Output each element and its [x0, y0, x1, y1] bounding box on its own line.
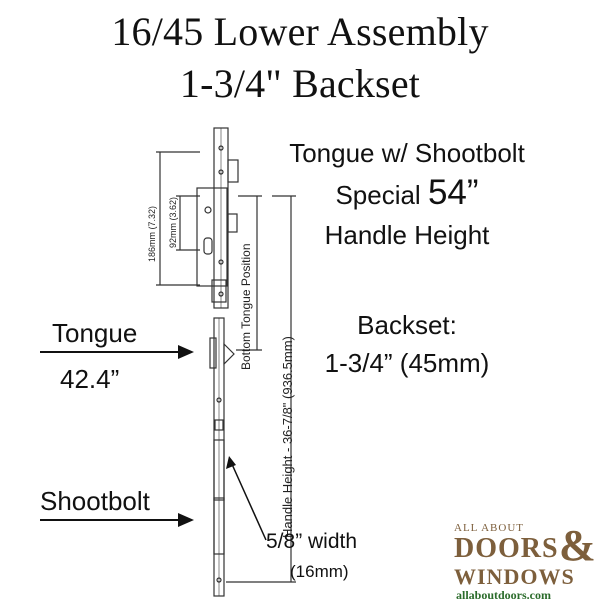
- spindle-hole: [204, 206, 212, 214]
- width-pointer: [230, 461, 267, 541]
- backset-label: Backset:: [357, 310, 457, 340]
- logo-ampersand: &: [559, 521, 596, 570]
- title-line-2: 1-3/4" Backset: [179, 61, 421, 106]
- logo-url: allaboutdoors.com: [456, 588, 552, 602]
- width-mm-label: (16mm): [290, 562, 349, 581]
- latch-mid: [227, 213, 238, 233]
- latch-top: [227, 159, 239, 183]
- spec-line-3: Handle Height: [324, 220, 490, 250]
- tongue-value: 42.4”: [60, 364, 120, 394]
- brand-logo: ALL ABOUT DOORS & WINDOWS allaboutdoors.…: [454, 520, 600, 602]
- spec-line-1: Tongue w/ Shootbolt: [289, 138, 525, 168]
- tongue-label: Tongue: [52, 318, 138, 348]
- tongue-shape: [223, 342, 235, 366]
- bottom-tongue-label: Bottom Tongue Position: [239, 243, 253, 370]
- cylinder-hole: [203, 237, 213, 255]
- spec-special: Special: [335, 180, 421, 210]
- logo-top-text: ALL ABOUT: [454, 522, 525, 534]
- center-distance-label: 92mm (3.62): [168, 196, 178, 248]
- width-label: 5/8” width: [266, 530, 358, 553]
- case-height-label: 186mm (7.32): [147, 205, 157, 262]
- shootbolt-label: Shootbolt: [40, 486, 150, 516]
- logo-windows-text: WINDOWS: [454, 564, 575, 589]
- lock-case: [196, 187, 228, 287]
- spec-line-2: Special 54”: [272, 173, 542, 212]
- backset-value: 1-3/4” (45mm): [324, 348, 490, 378]
- shootbolt-shape: [213, 497, 225, 555]
- spec-height-value: 54”: [427, 173, 479, 212]
- logo-doors-text: DOORS: [454, 533, 559, 564]
- title-line-1: 16/45 Lower Assembly: [111, 9, 489, 54]
